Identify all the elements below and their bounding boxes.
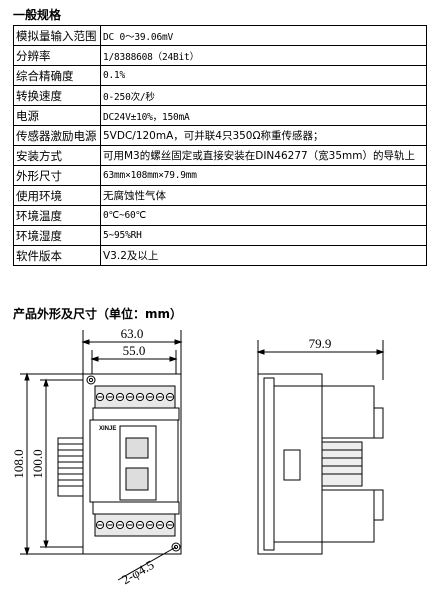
spec-value: 5~95%RH [100,225,427,246]
spec-value: 63mm×108mm×79.9mm [100,165,427,186]
spec-key: 电源 [13,105,101,126]
logo-text: XINJE [99,426,116,432]
spec-key: 转换速度 [13,85,101,106]
spec-value: 0-250次/秒 [100,85,427,106]
spec-key: 综合精确度 [13,65,101,86]
dim-height-outer: 108.0 [11,449,26,478]
spec-value: DC24V±10%，150mA [100,105,427,126]
dim-side-depth: 79.9 [309,336,332,351]
spec-key: 安装方式 [13,145,101,166]
dim-height-inner: 100.0 [30,449,45,478]
spec-value: 5VDC/120mA，可并联4只350Ω称重传感器； [100,125,427,146]
spec-value: DC 0～39.06mV [100,25,427,46]
spec-key: 传感器激励电源 [13,125,101,146]
spec-value: 1/8388608（24Bit） [100,45,427,66]
terminal-row-top [95,392,175,402]
dim-width-inner: 55.0 [123,343,146,358]
spec-value: 无腐蚀性气体 [100,185,427,206]
terminal-row-bottom [95,520,175,530]
spec-value: V3.2及以上 [100,245,427,266]
side-view [256,340,385,555]
front-view [20,330,183,581]
section-title-general-specs: 一般规格 [13,8,62,22]
spec-key: 软件版本 [13,245,101,266]
spec-row: 使用环境无腐蚀性气体 [13,185,427,206]
section-title-dimensions: 产品外形及尺寸（单位：mm） [13,307,183,321]
spec-value: 0℃~60℃ [100,205,427,226]
dimension-drawings: 63.0 55.0 108.0 100.0 2-φ4.5 XINJE 79.9 [11,326,385,587]
hole-label: 2-φ4.5 [119,557,156,587]
spec-key: 环境温度 [13,205,101,226]
spec-key: 分辨率 [13,45,101,66]
spec-key: 环境湿度 [13,225,101,246]
spec-key: 外形尺寸 [13,165,101,186]
spec-key: 模拟量输入范围 [13,25,101,46]
spec-row: 安装方式可用M3的螺丝固定或直接安装在DIN46277（宽35mm）的导轨上 [13,145,427,166]
dim-width-outer: 63.0 [121,326,144,341]
spec-value: 可用M3的螺丝固定或直接安装在DIN46277（宽35mm）的导轨上 [100,145,427,166]
spec-key: 使用环境 [13,185,101,206]
spec-value: 0.1% [100,65,427,86]
